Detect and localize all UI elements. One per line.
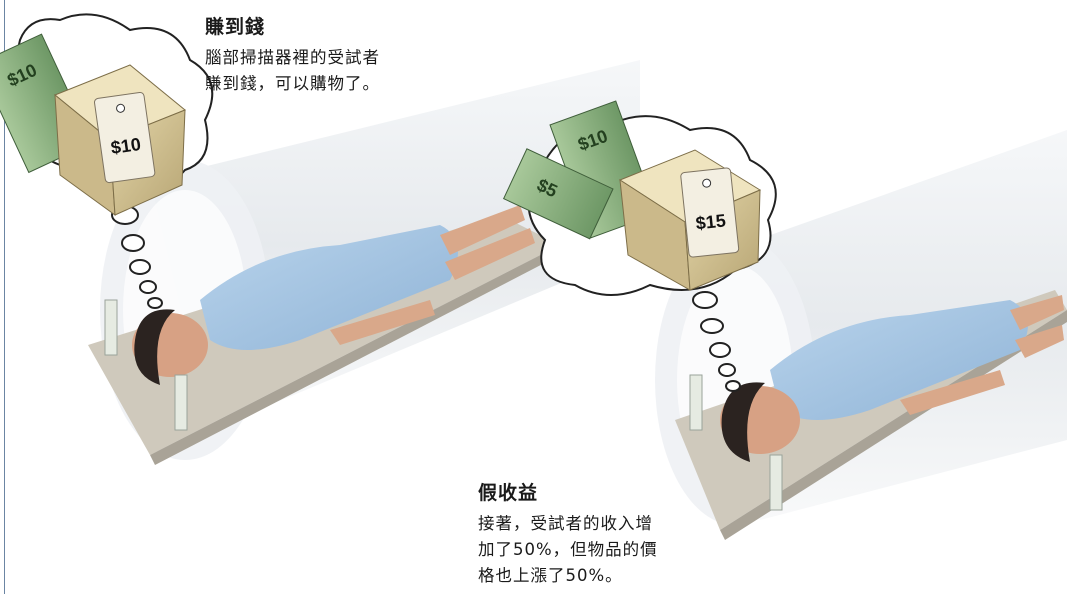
head-restraint-1 xyxy=(104,299,188,431)
patient-1 xyxy=(132,205,535,385)
caption-line: 腦部掃描器裡的受試者 xyxy=(205,48,380,67)
caption-title: 假收益 xyxy=(478,482,539,504)
caption-title: 賺到錢 xyxy=(205,16,266,38)
caption-body: 接著，受試者的收入增 加了50%，但物品的價 格也上漲了50%。 xyxy=(478,511,658,589)
caption-fake-gain: 假收益 接著，受試者的收入增 加了50%，但物品的價 格也上漲了50%。 xyxy=(478,478,658,589)
price-tag-1-label: $10 xyxy=(110,134,143,158)
caption-earning-money: 賺到錢 腦部掃描器裡的受試者 賺到錢，可以購物了。 xyxy=(205,12,380,97)
left-border-rule xyxy=(4,0,5,594)
patient-2 xyxy=(720,295,1064,462)
caption-line: 賺到錢，可以購物了。 xyxy=(205,74,380,93)
price-tag-1: $10 xyxy=(93,91,156,184)
caption-line: 加了50%，但物品的價 xyxy=(478,540,658,559)
caption-line: 格也上漲了50%。 xyxy=(478,566,623,585)
price-tag-2: $15 xyxy=(680,167,740,258)
money-bill-3: $5 xyxy=(502,148,614,240)
caption-body: 腦部掃描器裡的受試者 賺到錢，可以購物了。 xyxy=(205,45,380,97)
head-restraint-2 xyxy=(689,374,783,511)
price-tag-2-label: $15 xyxy=(695,210,727,233)
caption-line: 接著，受試者的收入增 xyxy=(478,514,653,533)
